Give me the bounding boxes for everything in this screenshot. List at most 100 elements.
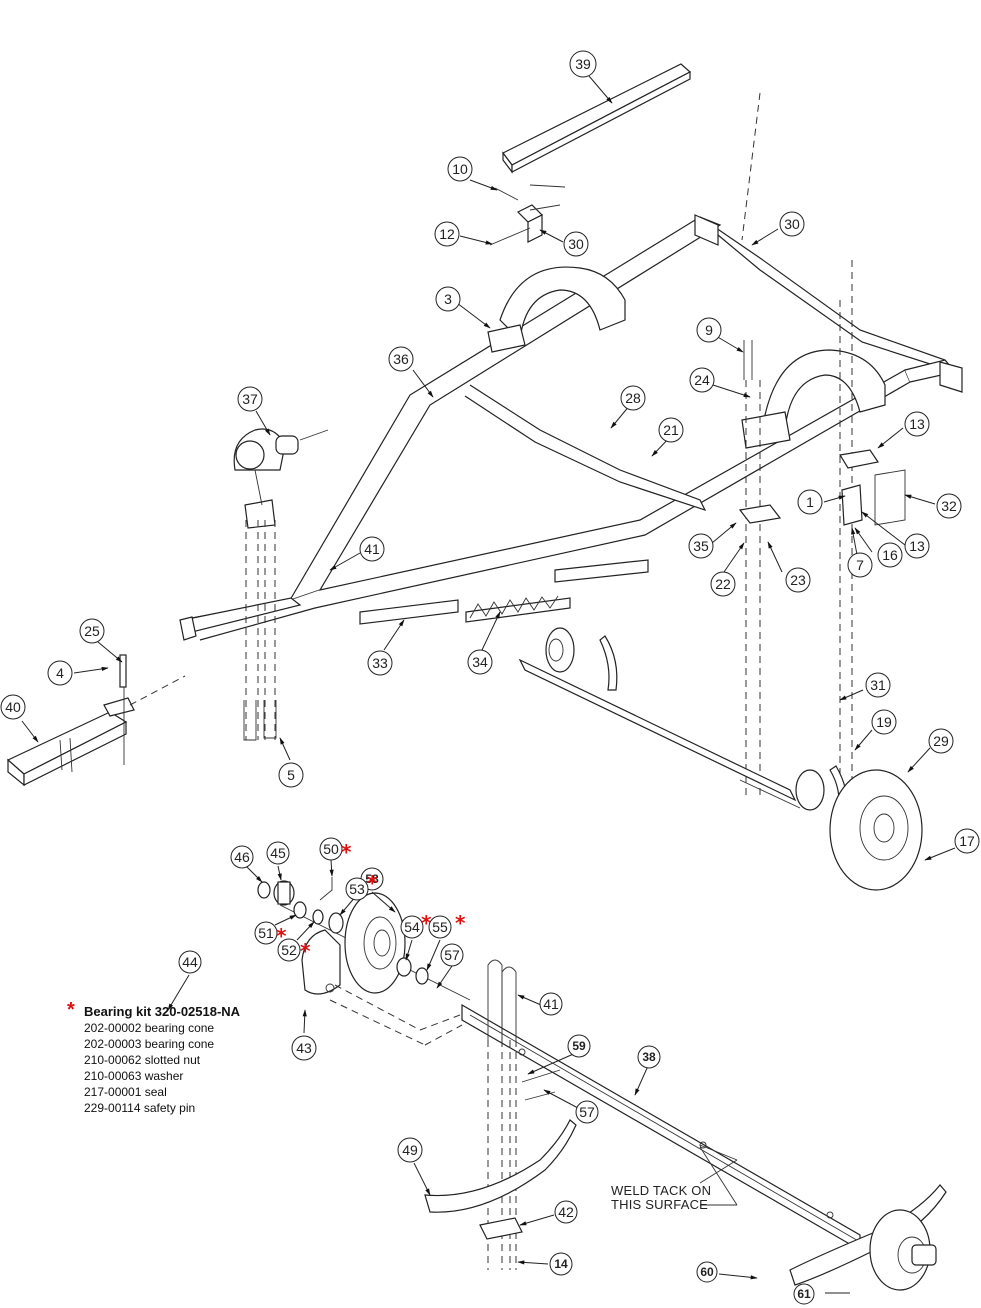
balloon-31: 31: [865, 672, 891, 698]
balloon-34: 34: [467, 649, 493, 675]
balloon-17: 17: [954, 828, 980, 854]
u-bolts-winch: [243, 700, 277, 741]
balloon-35: 35: [688, 533, 714, 559]
svg-text:39: 39: [575, 56, 591, 72]
star-marker-53: *: [367, 871, 378, 895]
svg-text:21: 21: [663, 422, 679, 438]
svg-text:25: 25: [84, 623, 100, 639]
winch-stand: [233, 428, 329, 529]
safety-pin: [319, 877, 333, 901]
svg-text:30: 30: [568, 236, 584, 252]
balloon-28: 28: [620, 385, 646, 411]
balloon-38: 38: [637, 1045, 661, 1069]
bearing-kit-star: *: [67, 999, 75, 1021]
trailer-frame: [179, 214, 963, 641]
balloon-30-frame: 30: [779, 211, 805, 237]
inner-seal: [415, 967, 429, 985]
balloon-61: 61: [793, 1283, 815, 1305]
balloon-7: 7: [847, 552, 873, 578]
balloon-52: 52: [277, 938, 301, 962]
svg-text:38: 38: [642, 1050, 656, 1064]
balloon-36: 36: [388, 346, 414, 372]
svg-text:17: 17: [959, 833, 975, 849]
balloon-43: 43: [291, 1035, 317, 1061]
svg-text:43: 43: [296, 1040, 312, 1056]
balloon-32: 32: [936, 493, 962, 519]
balloon-39: 39: [569, 50, 597, 78]
balloon-9: 9: [696, 317, 722, 343]
svg-text:37: 37: [242, 391, 258, 407]
svg-text:32: 32: [941, 498, 957, 514]
svg-text:30: 30: [784, 216, 800, 232]
weld-note-line-2: THIS SURFACE: [611, 1197, 709, 1212]
balloon-21: 21: [658, 417, 684, 443]
balloon-25: 25: [79, 618, 105, 644]
star-marker-50: *: [341, 840, 352, 864]
svg-text:23: 23: [790, 572, 806, 588]
balloon-37: 37: [237, 386, 263, 412]
bunk-bracket: [489, 184, 566, 246]
axle-lower: [461, 1003, 861, 1252]
bearing-kit-note: * Bearing kit 320-02518-NA 202-00002 bea…: [67, 1000, 241, 1116]
svg-text:55: 55: [432, 919, 448, 935]
balloon-51: 51: [254, 921, 278, 945]
svg-text:54: 54: [404, 919, 420, 935]
washer: [312, 909, 324, 925]
svg-text:53: 53: [349, 881, 365, 897]
bracket-right: [738, 449, 906, 526]
balloon-46: 46: [230, 845, 254, 869]
svg-text:40: 40: [5, 699, 21, 715]
svg-text:24: 24: [694, 372, 710, 388]
svg-text:28: 28: [625, 390, 641, 406]
fender-left: [487, 266, 626, 353]
svg-text:41: 41: [543, 996, 559, 1012]
brake-caliper: [301, 929, 341, 995]
bearing-kit-item: 229-00114 safety pin: [84, 1101, 196, 1115]
svg-text:52: 52: [281, 942, 297, 958]
svg-text:9: 9: [705, 322, 713, 338]
balloon-41-axle: 41: [539, 992, 563, 1016]
svg-text:58: 58: [365, 872, 379, 886]
wheel-tire: [829, 769, 923, 891]
svg-text:42: 42: [558, 1204, 574, 1220]
balloon-24: 24: [689, 367, 715, 393]
bearing-kit-item: 210-00062 slotted nut: [84, 1053, 201, 1067]
balloon-41-frame: 41: [359, 536, 385, 562]
star-marker-52: *: [300, 939, 311, 963]
svg-text:5: 5: [287, 767, 295, 783]
svg-text:16: 16: [882, 547, 898, 563]
balloon-60: 60: [696, 1261, 718, 1283]
svg-text:31: 31: [870, 677, 886, 693]
svg-text:10: 10: [452, 161, 468, 177]
svg-text:29: 29: [933, 733, 949, 749]
svg-text:22: 22: [715, 576, 731, 592]
svg-text:60: 60: [700, 1265, 714, 1279]
balloon-14: 14: [549, 1252, 573, 1276]
axle-upper: [518, 627, 848, 813]
coupler-tongue: [6, 654, 135, 787]
svg-text:57: 57: [579, 1104, 595, 1120]
bearing-kit-title: Bearing kit 320-02518-NA: [84, 1004, 241, 1019]
decal-strip-left: [359, 599, 459, 625]
svg-text:51: 51: [258, 925, 274, 941]
balloon-13-bottom: 13: [904, 533, 930, 559]
svg-text:35: 35: [693, 538, 709, 554]
fender-right: [741, 349, 886, 449]
decal-strip-right: [554, 559, 649, 583]
svg-text:41: 41: [364, 541, 380, 557]
reflector-strip: [465, 595, 571, 623]
balloon-5: 5: [278, 762, 304, 788]
bearing-kit-item: 202-00002 bearing cone: [84, 1021, 215, 1035]
leaf-spring-left: [424, 1119, 577, 1213]
svg-text:33: 33: [372, 655, 388, 671]
star-marker-51: *: [276, 924, 287, 948]
weld-note-line-1: WELD TACK ON: [611, 1183, 712, 1198]
svg-text:59: 59: [572, 1039, 586, 1053]
balloon-29: 29: [928, 728, 954, 754]
svg-text:12: 12: [439, 226, 455, 242]
balloon-1: 1: [797, 489, 823, 515]
balloon-33: 33: [367, 650, 393, 676]
bearing-kit-item: 217-00001 seal: [84, 1085, 167, 1099]
balloon-53: 53: [345, 877, 369, 901]
balloon-44: 44: [178, 950, 202, 974]
